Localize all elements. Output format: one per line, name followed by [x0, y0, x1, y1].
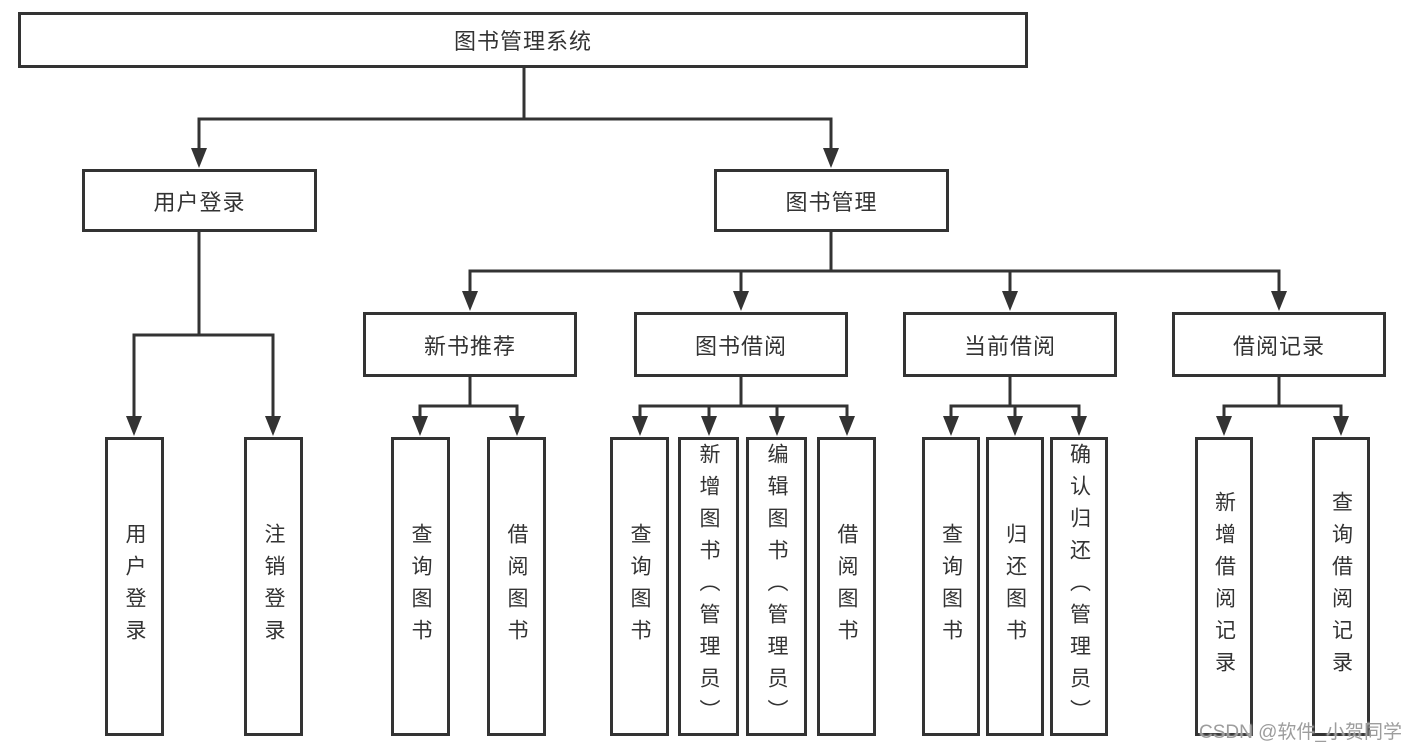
- leaf-query-book-recommend-label: 查询图书: [409, 522, 432, 651]
- leaf-return-book: 归还图书: [986, 437, 1044, 736]
- connector-current-borrow-to-leaves: [943, 375, 1087, 436]
- watermark: CSDN @软件_小贺同学: [1199, 722, 1402, 743]
- leaf-add-borrow-record-label: 新增借阅记录: [1212, 490, 1236, 683]
- leaf-query-book-borrow-label: 查询图书: [628, 522, 651, 651]
- node-current-borrow-label: 当前借阅: [963, 333, 1056, 359]
- leaf-add-book-admin: 新增图书（管理员）: [678, 437, 739, 736]
- leaf-borrow-book-label: 借阅图书: [835, 522, 858, 651]
- leaf-confirm-return-admin-label: 确认归还（管理员）: [1067, 442, 1091, 731]
- node-book-management-label: 图书管理: [785, 189, 878, 215]
- leaf-query-book-recommend: 查询图书: [391, 437, 450, 736]
- leaf-query-borrow-record: 查询借阅记录: [1312, 437, 1370, 736]
- leaf-logout: 注销登录: [244, 437, 303, 736]
- leaf-return-book-label: 归还图书: [1003, 522, 1027, 651]
- node-user-login: 用户登录: [82, 169, 317, 232]
- leaf-borrow-book: 借阅图书: [817, 437, 876, 736]
- leaf-edit-book-admin-label: 编辑图书（管理员）: [765, 442, 788, 731]
- leaf-confirm-return-admin: 确认归还（管理员）: [1050, 437, 1108, 736]
- node-book-borrow-label: 图书借阅: [694, 333, 787, 359]
- leaf-borrow-book-recommend: 借阅图书: [487, 437, 546, 736]
- node-current-borrow: 当前借阅: [903, 312, 1117, 377]
- node-borrow-records: 借阅记录: [1172, 312, 1386, 377]
- node-new-book-recommend-label: 新书推荐: [423, 333, 516, 359]
- node-root-label: 图书管理系统: [453, 29, 592, 54]
- leaf-query-book-current: 查询图书: [922, 437, 980, 736]
- node-new-book-recommend: 新书推荐: [363, 312, 577, 377]
- node-root: 图书管理系统: [18, 12, 1028, 68]
- leaf-query-borrow-record-label: 查询借阅记录: [1329, 490, 1353, 683]
- connector-root-to-level2: [191, 66, 839, 168]
- leaf-query-book-current-label: 查询图书: [939, 522, 963, 651]
- connector-user-login-to-leaves: [126, 230, 281, 436]
- leaf-borrow-book-recommend-label: 借阅图书: [505, 522, 528, 651]
- leaf-add-borrow-record: 新增借阅记录: [1195, 437, 1253, 736]
- node-user-login-label: 用户登录: [153, 189, 246, 215]
- node-borrow-records-label: 借阅记录: [1232, 333, 1325, 359]
- leaf-user-login: 用户登录: [105, 437, 164, 736]
- leaf-edit-book-admin: 编辑图书（管理员）: [746, 437, 807, 736]
- connector-book-management-to-level3: [462, 230, 1287, 311]
- leaf-query-book-borrow: 查询图书: [610, 437, 669, 736]
- connector-book-borrow-to-leaves: [632, 375, 855, 436]
- leaf-user-login-label: 用户登录: [123, 522, 146, 651]
- leaf-add-book-admin-label: 新增图书（管理员）: [697, 442, 720, 731]
- node-book-management: 图书管理: [714, 169, 949, 232]
- node-book-borrow: 图书借阅: [634, 312, 848, 377]
- leaf-logout-label: 注销登录: [262, 522, 285, 651]
- connector-new-book-recommend-to-leaves: [412, 375, 525, 436]
- connector-borrow-records-to-leaves: [1216, 375, 1349, 436]
